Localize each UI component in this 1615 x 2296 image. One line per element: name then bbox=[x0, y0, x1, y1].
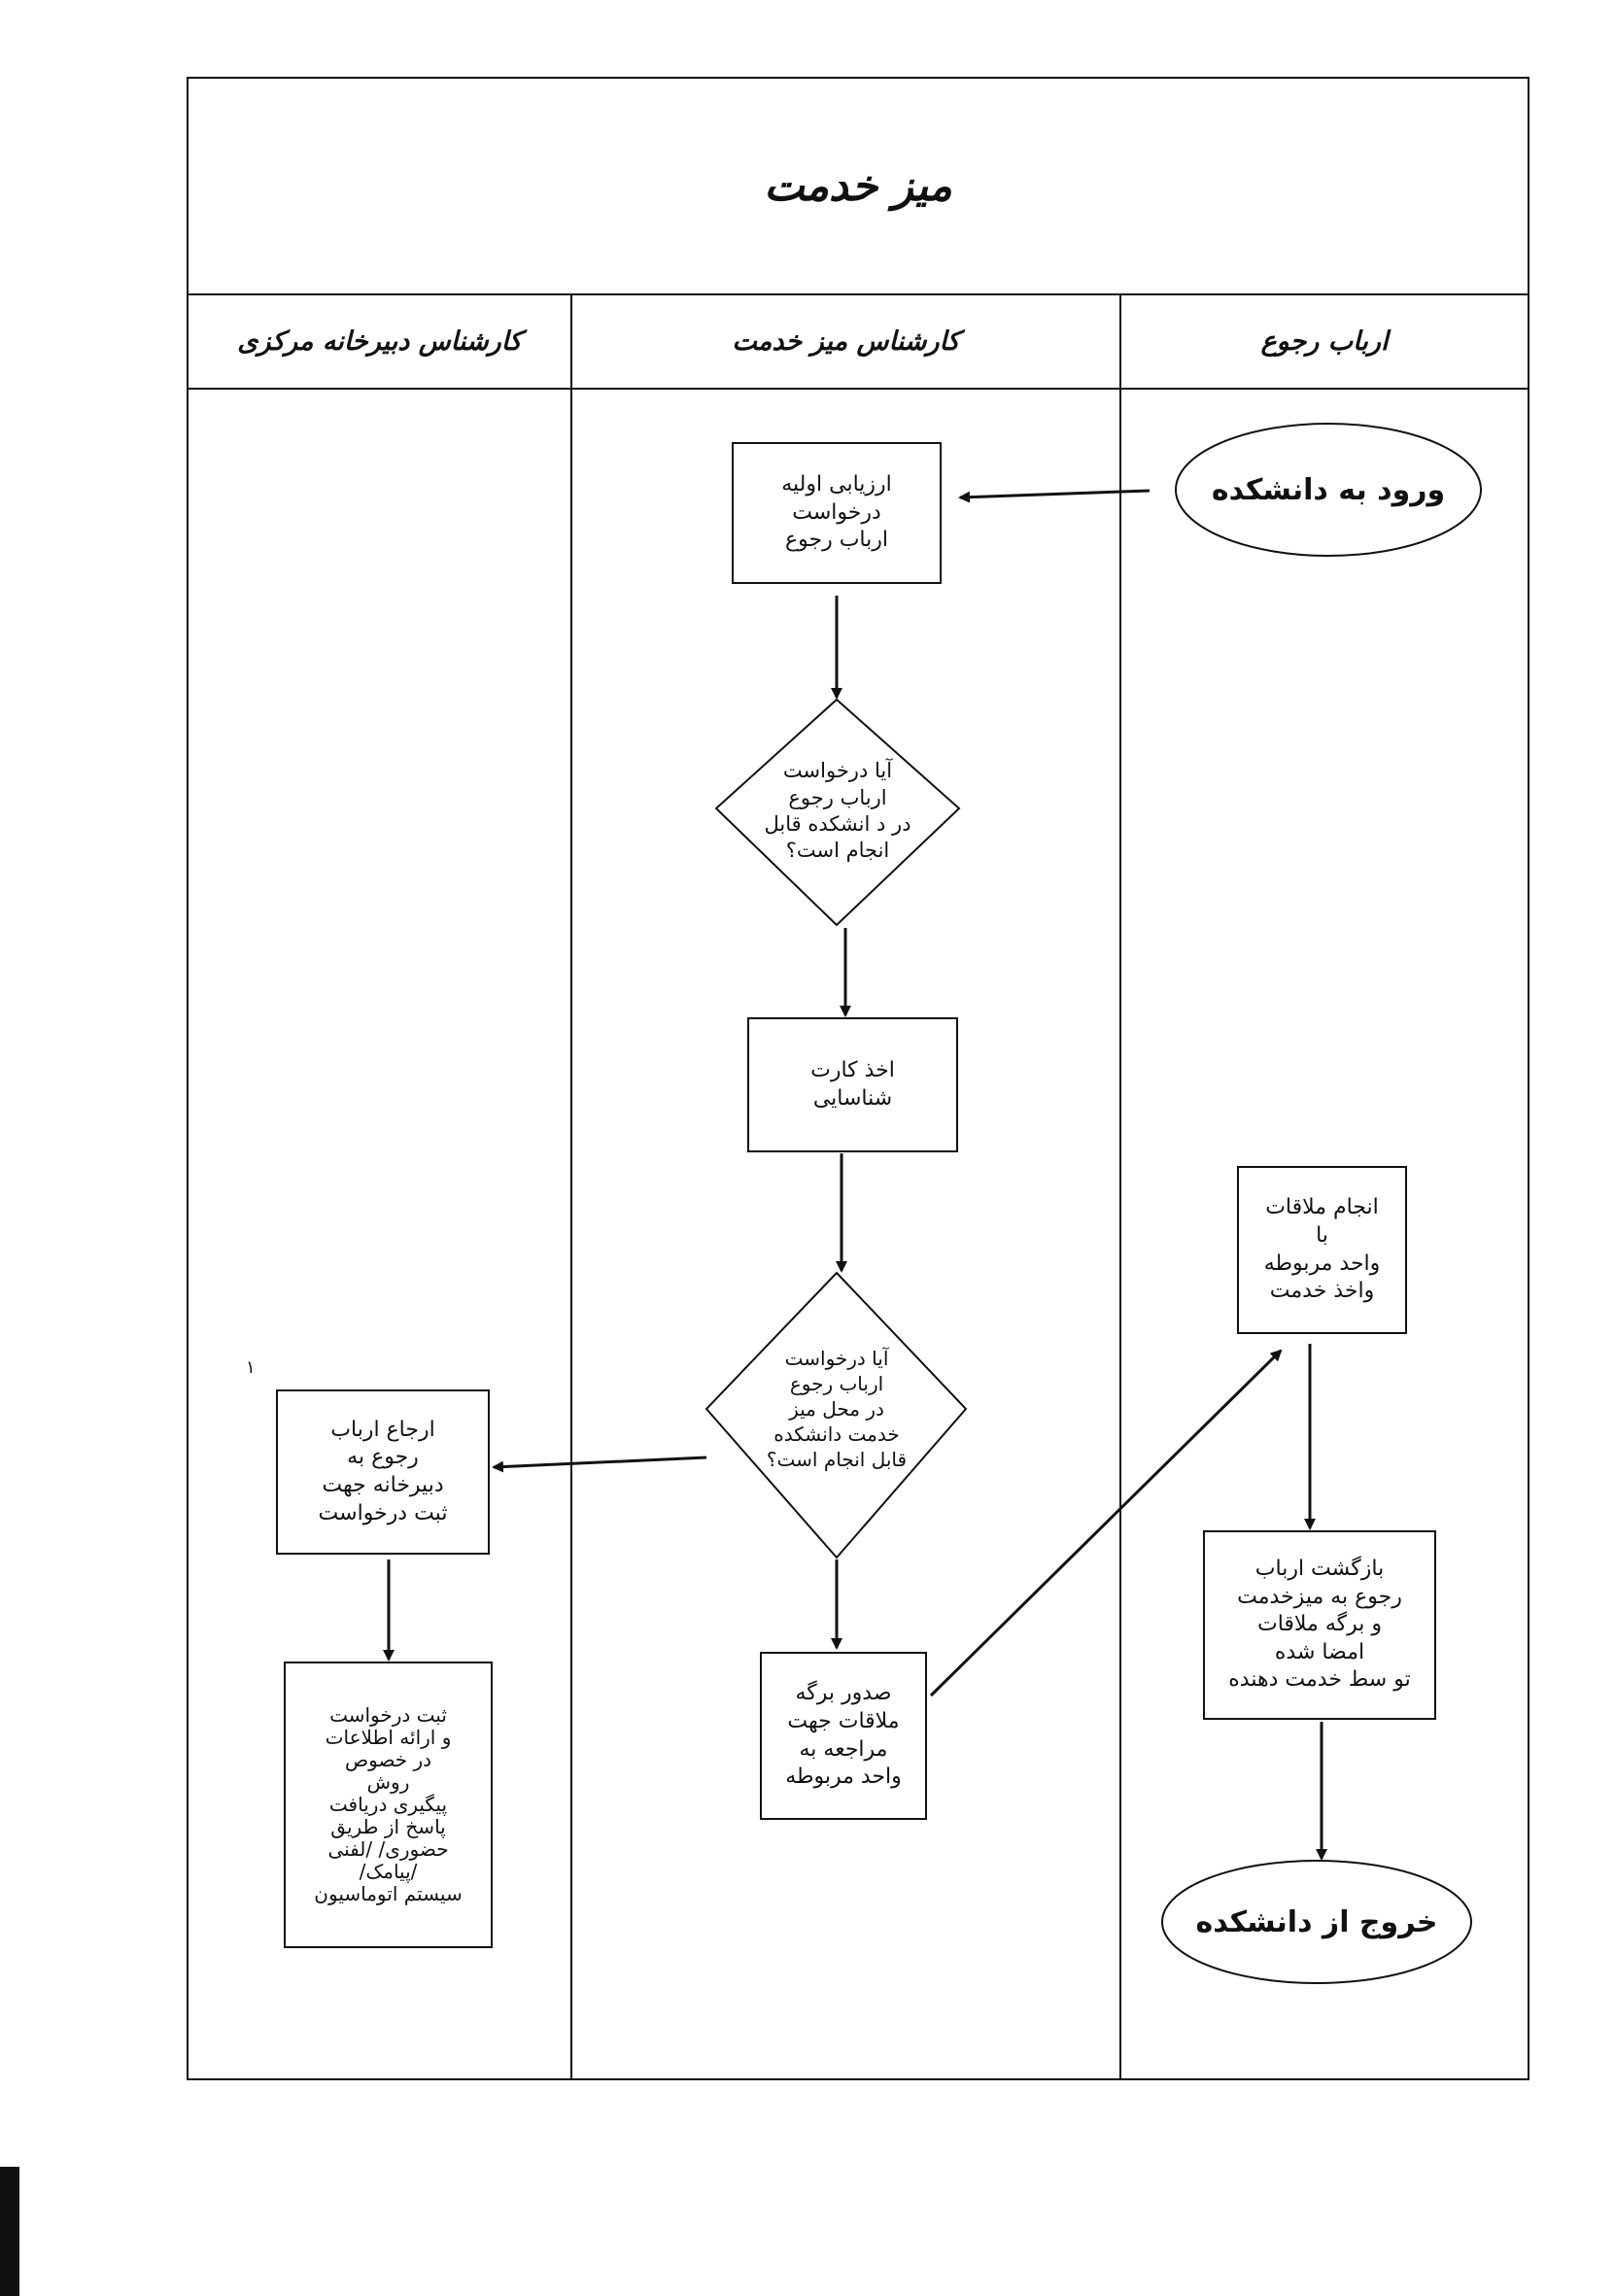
page-title: میز خدمت bbox=[764, 161, 952, 211]
meeting-box: انجام ملاقات با واحد مربوطه واخذ خدمت bbox=[1237, 1166, 1407, 1334]
page-frame bbox=[187, 77, 1529, 2080]
register-box: ثبت درخواست و ارائه اطلاعات در خصوص روش … bbox=[284, 1662, 493, 1948]
decision-desk-diamond bbox=[704, 1271, 968, 1559]
arrow-start-to-review bbox=[958, 489, 1151, 503]
lane-header-applicant: ارباب رجوع bbox=[1260, 326, 1389, 357]
start-oval bbox=[1175, 423, 1482, 557]
arrow-decision2-to-refer bbox=[492, 1456, 707, 1473]
decision-faculty-label: آیا درخواست ارباب رجوع در د انشکده قابل … bbox=[764, 759, 911, 863]
decision-desk-label: آیا درخواست ارباب رجوع در محل میز خدمت د… bbox=[766, 1347, 908, 1471]
scan-edge-mark bbox=[0, 2167, 19, 2296]
get-id-card-box: اخذ کارت شناسایی bbox=[747, 1017, 958, 1152]
return-box: بازگشت ارباب رجوع به میزخدمت و برگه ملاق… bbox=[1203, 1530, 1436, 1720]
issue-slip-box: صدور برگه ملاقات جهت مراجعه به واحد مربو… bbox=[760, 1652, 927, 1820]
end-oval bbox=[1161, 1860, 1472, 1984]
lane-header-service-desk: کارشناس میز خدمت bbox=[732, 326, 960, 357]
refer-box: ارجاع ارباب رجوع به دبیرخانه جهت ثبت درخ… bbox=[276, 1389, 490, 1555]
end-label: خروج از دانشکده bbox=[1195, 1904, 1438, 1939]
lane-header-secretariat: کارشناس دبیرخانه مرکزی bbox=[237, 326, 522, 357]
start-label: ورود به دانشکده bbox=[1211, 472, 1446, 507]
initial-review-box: ارزیابی اولیه درخواست ارباب رجوع bbox=[732, 442, 942, 584]
decision-faculty-diamond bbox=[714, 698, 961, 927]
page-number: ۱ bbox=[246, 1357, 256, 1378]
arrow-slip-to-meeting bbox=[929, 1349, 1283, 1697]
